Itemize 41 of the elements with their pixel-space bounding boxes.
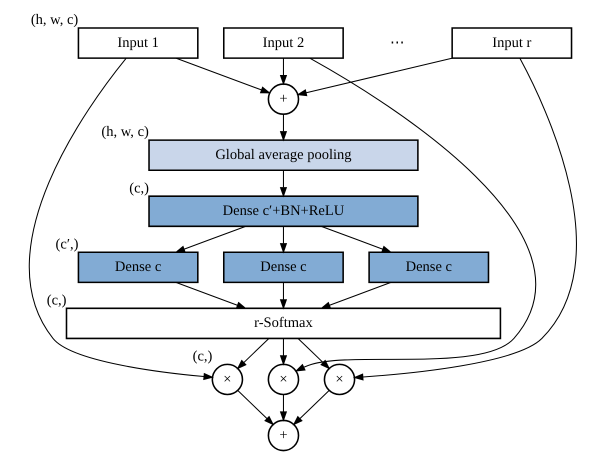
arrow — [279, 338, 287, 366]
node-box: Dense c — [77, 251, 198, 284]
node-label: (c,) — [192, 348, 212, 364]
node-circle: + — [267, 83, 299, 115]
node-box: Dense c — [222, 251, 344, 284]
arrow — [175, 282, 246, 309]
arrow — [28, 58, 214, 380]
node-box: Input 1 — [77, 27, 198, 59]
node-box: Dense c — [368, 251, 489, 284]
node-label: (c′,) — [55, 236, 78, 252]
arrow — [279, 58, 287, 86]
arrow — [352, 58, 576, 381]
node-label: (h, w, c) — [30, 12, 78, 28]
arrow — [279, 282, 287, 310]
node-circle: × — [323, 364, 355, 396]
arrow — [279, 226, 287, 254]
node-circle: × — [211, 364, 243, 396]
arrow — [279, 170, 287, 198]
arrow — [279, 114, 287, 142]
node-box: r-Softmax — [65, 308, 501, 340]
arrow — [320, 282, 391, 309]
arrow — [174, 226, 246, 253]
arrow — [320, 226, 392, 253]
node-label: (h, w, c) — [100, 124, 148, 140]
node-box: Global average pooling — [148, 139, 418, 172]
arrow — [294, 58, 536, 372]
arrow — [175, 58, 270, 94]
node-box: Input r — [450, 27, 572, 59]
node-circle: × — [267, 364, 299, 396]
node-circle: + — [267, 420, 299, 452]
node-box: Dense c′+BN+ReLU — [148, 195, 418, 228]
arrow — [292, 390, 329, 426]
arrow — [236, 338, 269, 370]
arrow — [279, 394, 287, 422]
node-label: (c,) — [128, 180, 149, 196]
arrow — [296, 58, 452, 96]
node-box: Input 2 — [222, 27, 344, 59]
arrow — [237, 390, 274, 426]
label: ⋯ — [390, 34, 405, 51]
node-label: (c,) — [46, 292, 66, 308]
arrow — [297, 338, 330, 370]
